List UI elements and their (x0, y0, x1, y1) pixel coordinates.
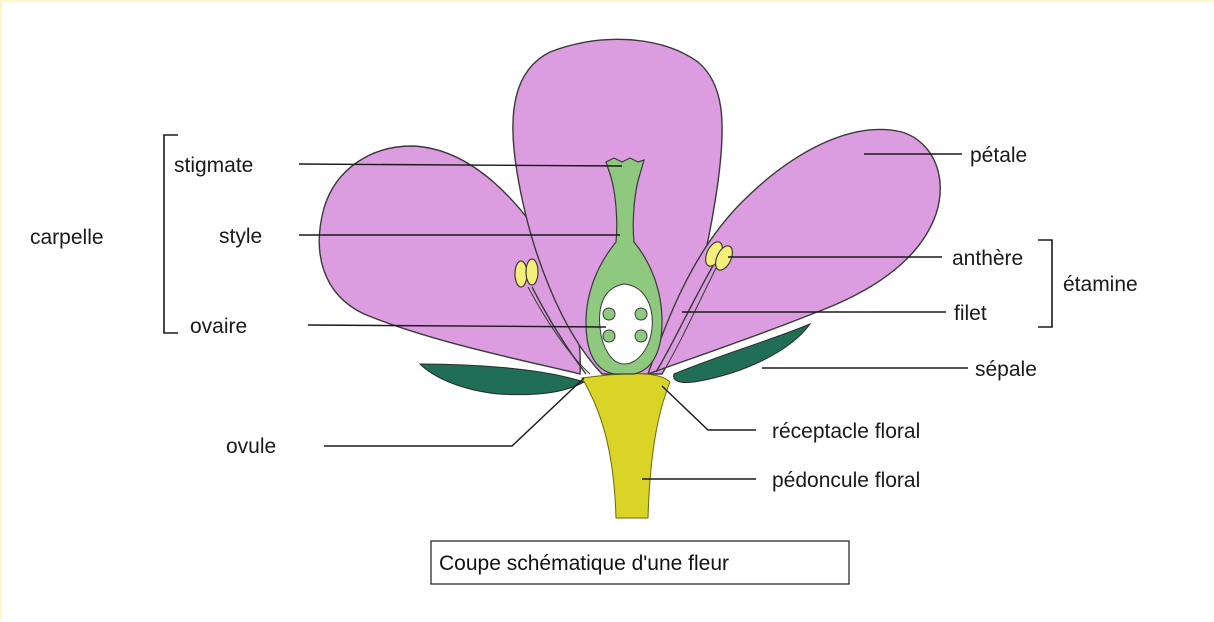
label-anthere: anthère (952, 247, 1023, 270)
label-stigmate: stigmate (174, 154, 253, 177)
ovule-2 (603, 330, 615, 342)
label-carpelle: carpelle (30, 226, 104, 249)
label-style: style (219, 225, 262, 248)
leader-receptacle (662, 386, 756, 430)
label-receptacle: réceptacle floral (772, 420, 920, 443)
ovule-1 (603, 308, 615, 320)
ovule-4 (635, 330, 647, 342)
stem (582, 374, 670, 518)
label-etamine: étamine (1063, 273, 1138, 296)
ovule-3 (635, 308, 647, 320)
label-sepale: sépale (975, 358, 1037, 381)
label-filet: filet (954, 302, 987, 325)
label-ovule: ovule (226, 435, 276, 458)
caption-text: Coupe schématique d'une fleur (439, 552, 729, 575)
label-pedoncule: pédoncule floral (772, 469, 920, 492)
label-ovaire: ovaire (190, 315, 247, 338)
label-petale: pétale (970, 144, 1027, 167)
etamine-bracket (1038, 240, 1052, 327)
